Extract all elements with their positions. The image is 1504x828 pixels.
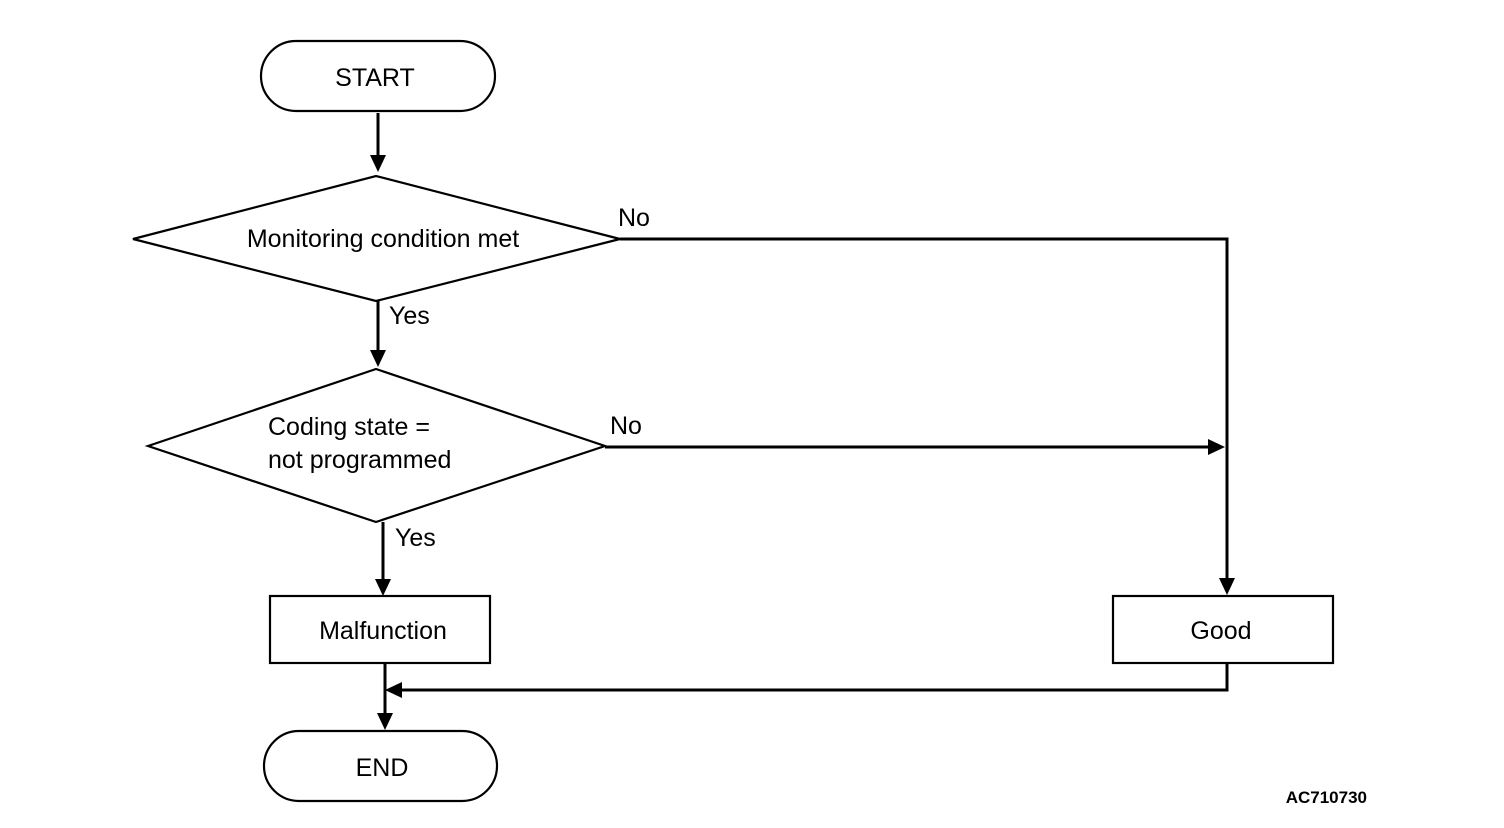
good-label: Good bbox=[1190, 617, 1251, 645]
arrowhead-start-d1 bbox=[370, 155, 386, 172]
decision-coding-line2: not programmed bbox=[268, 446, 451, 474]
arrowhead-d2-yes bbox=[375, 579, 391, 596]
start-terminal bbox=[259, 39, 497, 113]
d1-no-label: No bbox=[618, 204, 650, 232]
figure-reference: AC710730 bbox=[1286, 788, 1367, 807]
arrowhead-good-merge bbox=[385, 682, 402, 698]
malfunction-label: Malfunction bbox=[319, 617, 447, 645]
end-label: END bbox=[356, 754, 409, 782]
arrowhead-d1-no bbox=[1219, 578, 1235, 595]
arrowhead-end bbox=[377, 713, 393, 730]
connector-d1-no bbox=[620, 237, 1229, 582]
decision-coding-line1: Coding state = bbox=[268, 413, 430, 441]
start-label: START bbox=[335, 64, 415, 92]
connector-good-merge bbox=[400, 663, 1229, 692]
arrowhead-d2-no bbox=[1208, 439, 1225, 455]
end-terminal bbox=[262, 729, 499, 803]
malfunction-box bbox=[268, 594, 492, 665]
d2-no-label: No bbox=[610, 412, 642, 440]
good-box bbox=[1111, 594, 1335, 665]
d2-yes-label: Yes bbox=[395, 524, 436, 552]
d1-yes-label: Yes bbox=[389, 302, 430, 330]
arrowhead-d1-yes bbox=[370, 350, 386, 367]
decision-monitoring-label: Monitoring condition met bbox=[247, 225, 519, 253]
